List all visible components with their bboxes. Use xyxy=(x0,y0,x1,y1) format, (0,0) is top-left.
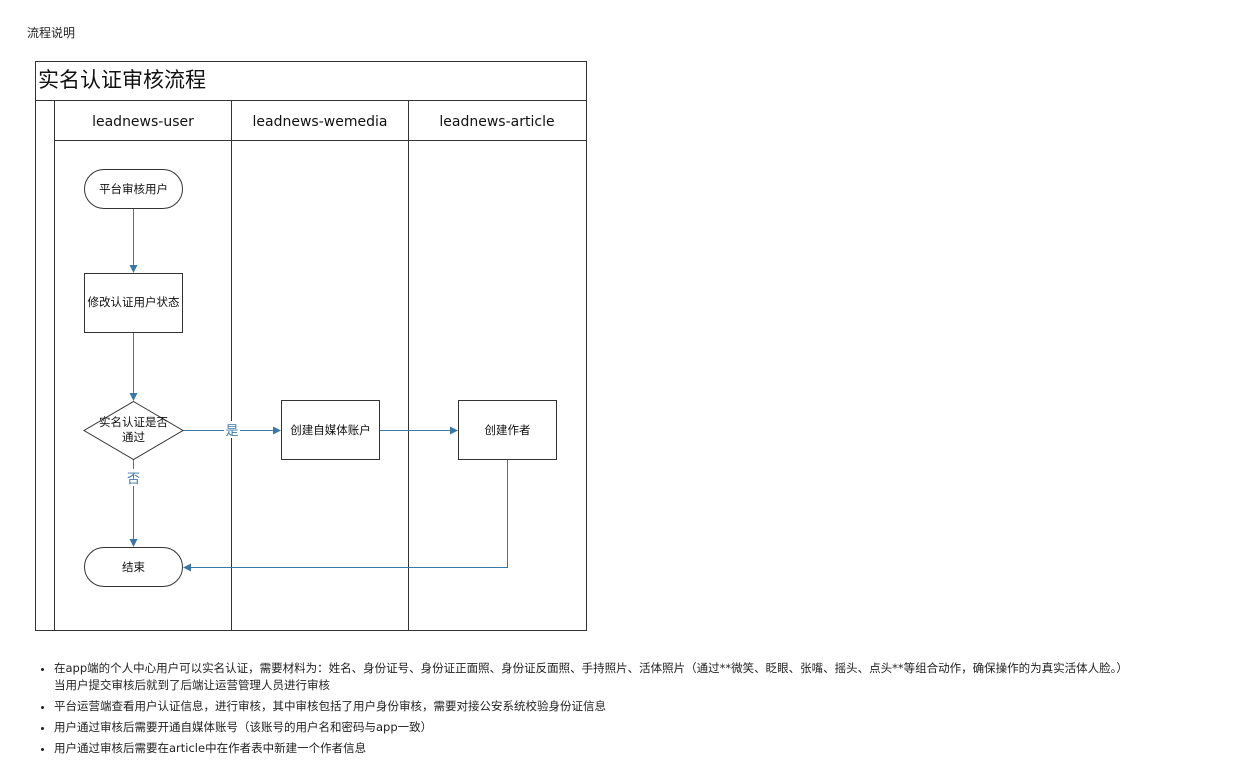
edge-label-yes: 是 xyxy=(225,424,238,439)
create-account-label: 创建自媒体账户 xyxy=(290,423,371,437)
start-node xyxy=(84,169,183,209)
create-account-node xyxy=(281,400,380,460)
yes-label-bg xyxy=(224,421,240,438)
update-status-label: 修改认证用户状态 xyxy=(88,295,180,309)
edge-label-no: 否 xyxy=(127,472,140,487)
section-title: 流程说明 xyxy=(27,26,76,40)
decision-label-line2: 通过 xyxy=(122,430,145,444)
note-item: 用户通过审核后需要在article中在作者表中新建一个作者信息 xyxy=(54,740,1243,757)
decision-node xyxy=(83,400,184,461)
notes-list: 在app端的个人中心用户可以实名认证，需要材料为：姓名、身份证号、身份证正面照、… xyxy=(36,660,1243,761)
create-author-label: 创建作者 xyxy=(485,423,531,437)
note-item: 平台运营端查看用户认证信息，进行审核，其中审核包括了用户身份审核，需要对接公安系… xyxy=(54,698,1243,715)
pool-frame xyxy=(35,61,587,631)
note-text-continuation: 当用户提交审核后就到了后端让运营管理人员进行审核 xyxy=(54,678,330,692)
diagram-title: 实名认证审核流程 xyxy=(38,68,206,92)
note-text: 平台运营端查看用户认证信息，进行审核，其中审核包括了用户身份审核，需要对接公安系… xyxy=(54,699,606,713)
lane-header-user: leadnews-user xyxy=(92,114,194,130)
end-node-label: 结束 xyxy=(122,560,145,574)
lane-header-article: leadnews-article xyxy=(439,114,554,130)
edge-author-to-end xyxy=(183,460,508,572)
note-text: 用户通过审核后需要在article中在作者表中新建一个作者信息 xyxy=(54,741,367,755)
note-text: 在app端的个人中心用户可以实名认证，需要材料为：姓名、身份证号、身份证正面照、… xyxy=(54,661,1128,675)
end-node xyxy=(84,547,183,587)
update-status-node xyxy=(84,273,183,333)
decision-label-line1: 实名认证是否 xyxy=(99,415,168,429)
create-author-node xyxy=(458,400,557,460)
start-node-label: 平台审核用户 xyxy=(99,182,168,196)
note-item: 用户通过审核后需要开通自媒体账号（该账号的用户名和密码与app一致） xyxy=(54,719,1243,736)
no-label-bg xyxy=(125,469,142,486)
lane-header-wemedia: leadnews-wemedia xyxy=(253,114,388,130)
note-text: 用户通过审核后需要开通自媒体账号（该账号的用户名和密码与app一致） xyxy=(54,720,433,734)
note-item: 在app端的个人中心用户可以实名认证，需要材料为：姓名、身份证号、身份证正面照、… xyxy=(54,660,1243,694)
